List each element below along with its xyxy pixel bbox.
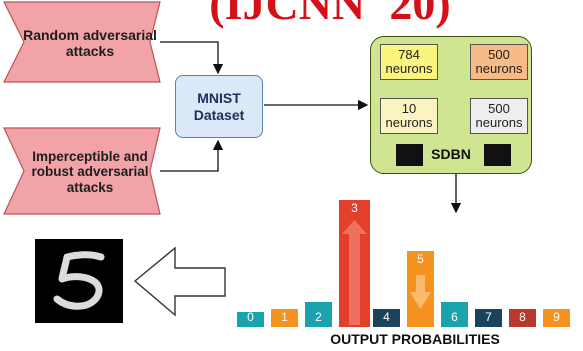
bar-class-label: 0 — [247, 310, 254, 324]
connector-imperceptible-to-dataset — [160, 139, 224, 172]
bar-class-label: 6 — [451, 310, 458, 324]
output-bar-9: 9 — [543, 309, 570, 327]
output-bar-1: 1 — [271, 309, 298, 327]
sdbn-layer-784: 784 neurons — [380, 44, 438, 80]
layer-count: 500 — [488, 101, 510, 117]
output-bar-4: 4 — [373, 309, 400, 327]
bar-class-label: 3 — [351, 201, 358, 215]
bar-class-label: 2 — [315, 310, 322, 324]
page-title: (IJCNN '20) — [209, 0, 451, 29]
output-bar-2: 2 — [305, 302, 332, 327]
output-bar-0: 0 — [237, 310, 264, 327]
decrease-arrow-icon — [410, 275, 431, 309]
mnist-dataset-label: MNIST Dataset — [193, 89, 245, 123]
output-bar-8: 8 — [509, 309, 536, 327]
bar-class-label: 1 — [281, 310, 288, 324]
attack-random-label: Random adversarial attacks — [23, 26, 157, 59]
layer-count: 500 — [488, 47, 510, 63]
attack-imperceptible-shape — [3, 127, 161, 215]
handwritten-5-icon — [53, 251, 105, 310]
connector-random-to-dataset — [160, 41, 224, 75]
bar-class-label: 4 — [383, 310, 390, 324]
output-bar-3: 3 — [339, 200, 370, 327]
bar-class-label: 9 — [553, 310, 560, 324]
bar-class-label: 8 — [519, 310, 526, 324]
layer-unit: neurons — [475, 115, 523, 130]
layer-unit: neurons — [385, 61, 433, 76]
sdbn-black-block-right — [484, 144, 511, 166]
bar-class-label: 5 — [417, 252, 424, 266]
increase-arrow-icon — [342, 220, 367, 325]
layer-unit: neurons — [475, 61, 523, 76]
layer-count: 784 — [398, 47, 420, 63]
sdbn-label: SDBN — [431, 146, 471, 162]
sdbn-layer-10: 10 neurons — [380, 98, 438, 134]
output-bar-7: 7 — [475, 309, 502, 327]
attack-random-shape — [3, 1, 161, 83]
layer-unit: neurons — [385, 115, 433, 130]
output-bar-5: 5 — [407, 251, 434, 327]
attack-imperceptible-label: Imperceptible and robust adversarial att… — [31, 148, 149, 195]
sdbn-layer-500-second: 500 neurons — [470, 98, 528, 134]
mnist-dataset-box: MNIST Dataset — [175, 75, 263, 138]
bar-class-label: 7 — [485, 310, 492, 324]
sdbn-black-block-left — [396, 144, 423, 166]
output-bar-6: 6 — [441, 302, 468, 327]
sdbn-layer-500-first: 500 neurons — [470, 44, 528, 80]
layer-count: 10 — [401, 101, 417, 117]
output-caption: OUTPUT PROBABILITIES — [330, 331, 500, 347]
hollow-left-arrow-icon — [133, 246, 226, 317]
input-digit-image — [35, 239, 123, 323]
